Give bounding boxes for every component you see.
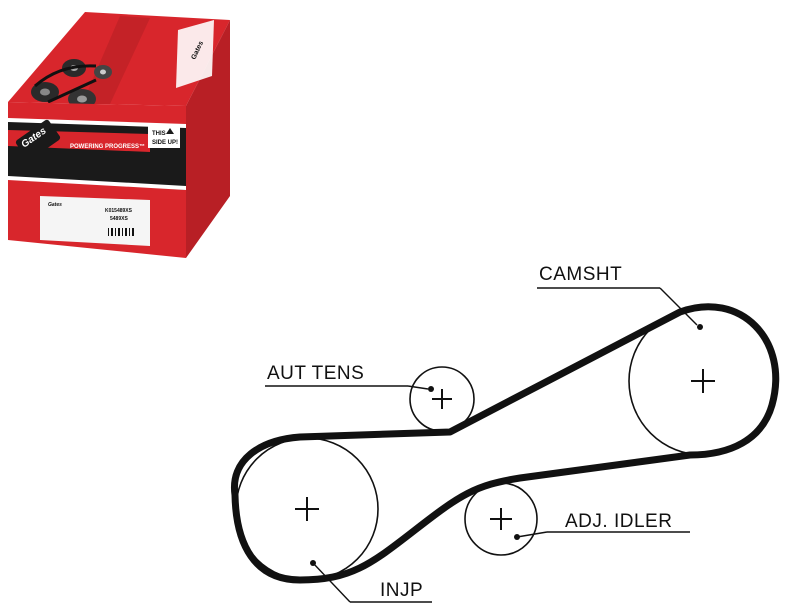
box-stripe-bottom xyxy=(8,176,186,190)
up-arrow-icon xyxy=(166,128,174,134)
box-side-face xyxy=(186,20,230,258)
adjusting-idler-leader xyxy=(514,531,690,540)
label-code-1: K015489XS xyxy=(105,208,133,214)
injection-pump-label: INJP xyxy=(380,580,423,601)
barcode-icon xyxy=(108,228,134,236)
pulleys-image xyxy=(31,59,112,109)
label-code-2: 5489XS xyxy=(110,216,128,222)
camshaft-label: CAMSHT xyxy=(539,264,622,285)
injection-pump-leader xyxy=(310,560,432,603)
box-top-stripe xyxy=(82,16,150,104)
box-stripe-top xyxy=(8,118,186,128)
timing-belt xyxy=(230,303,780,584)
auto-tensioner-label: AUT TENS xyxy=(267,363,364,384)
orientation-line1: THIS xyxy=(152,131,166,137)
label-brand: Gates xyxy=(48,202,62,208)
slogan-text: POWERING PROGRESS™ xyxy=(70,143,145,150)
auto-tensioner-leader xyxy=(265,385,434,392)
adjusting-idler-pulley xyxy=(464,482,538,556)
box-side-white-panel xyxy=(176,20,214,88)
camshaft-leader xyxy=(537,287,703,330)
orientation-line2: SIDE UP! xyxy=(152,140,178,146)
adjusting-idler-label: ADJ. IDLER xyxy=(565,511,672,532)
timing-belt-kit-box: Gates Gates POWERING PROGRESS™ THIS SIDE… xyxy=(8,12,230,258)
